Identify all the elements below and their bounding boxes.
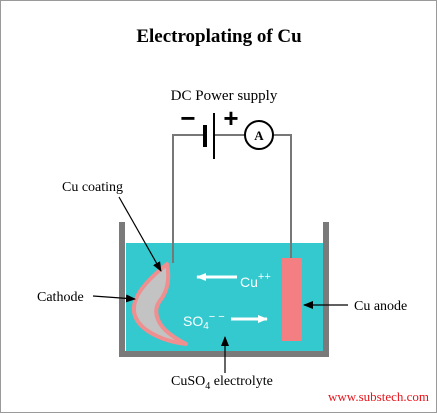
ammeter-letter: A <box>254 128 264 143</box>
cu-ion-label: Cu++ <box>240 271 271 290</box>
cu-coating-label: Cu coating <box>62 180 123 195</box>
ammeter-icon <box>244 120 274 150</box>
cathode-wire <box>172 134 203 263</box>
electrolyte-label: CuSO4 electrolyte <box>171 374 273 392</box>
watermark-text: www.substech.com <box>328 389 429 404</box>
cu-coating-pointer <box>118 196 162 272</box>
cathode-crescent <box>131 262 188 346</box>
minus-sign: − <box>180 103 195 133</box>
cathode-pointer <box>92 294 136 303</box>
sulfate-ion-label: SO4− − <box>183 311 225 332</box>
plus-sign: + <box>223 103 238 133</box>
cu-anode-bar <box>282 258 302 341</box>
power-supply-label: DC Power supply <box>171 88 278 104</box>
cathode-label: Cathode <box>37 290 84 305</box>
electrolytic-tank <box>119 222 329 357</box>
cu-anode-label: Cu anode <box>354 299 407 314</box>
diagram-title: Electroplating of Cu <box>136 26 302 47</box>
anode-wire <box>273 134 292 259</box>
